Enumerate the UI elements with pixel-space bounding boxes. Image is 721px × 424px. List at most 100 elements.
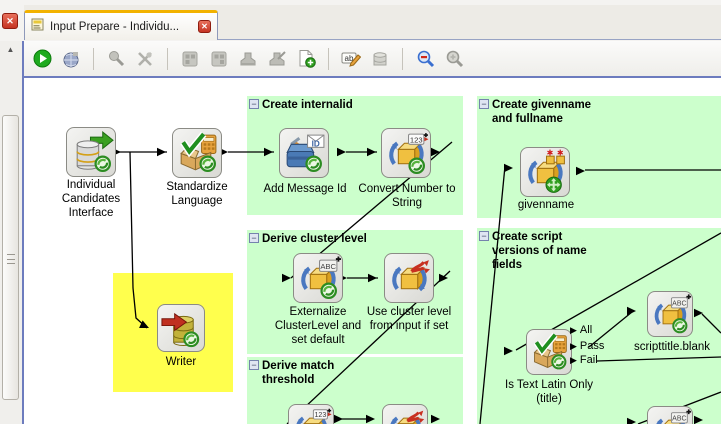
node-scripttitle-blank[interactable]: ABC (647, 291, 693, 337)
boxCalc-icon (533, 332, 567, 369)
link-arrowhead (439, 273, 448, 283)
link-arrowhead (504, 346, 513, 356)
link-9[interactable] (588, 311, 633, 348)
clear-icon (138, 51, 152, 66)
job-design-canvas[interactable]: −Create internalid−Create givenname and … (24, 78, 721, 424)
toolbar-separator (93, 47, 94, 70)
stamp-remove-icon (269, 50, 286, 65)
port-arrow-icon: ▶ (570, 341, 577, 351)
node-externalize-clusterlevel[interactable]: ABC (293, 253, 343, 303)
link-7[interactable] (479, 165, 506, 424)
panel-close-button[interactable]: ✕ (2, 13, 18, 29)
stamp-remove-button[interactable] (267, 49, 287, 69)
node-individual-candidates-interface-label: Individual Candidates Interface (61, 179, 121, 219)
cube123-icon: 123 (388, 132, 428, 174)
link-12[interactable] (701, 313, 721, 334)
node-use-cluster-level-label: Use cluster level from input if set (366, 306, 452, 332)
cubeABC-icon: ABC (654, 293, 691, 333)
zoom-in-button[interactable] (444, 49, 464, 69)
stamp-button[interactable] (238, 49, 258, 69)
tab-input-prepare[interactable]: Input Prepare - Individu... ✕ (24, 10, 218, 40)
link-arrowhead (694, 415, 703, 424)
toolbar-separator (402, 47, 403, 70)
tab-close-button[interactable]: ✕ (198, 20, 211, 33)
node-threshold-node-2[interactable] (382, 404, 428, 424)
grid-large-button[interactable] (209, 49, 229, 69)
rail-grip-icon (7, 254, 15, 264)
collapse-derive-cluster-level-button[interactable]: − (249, 233, 259, 243)
port-label-text: Fail (579, 354, 598, 366)
zoom-out-button[interactable] (415, 49, 435, 69)
toolboxMsg-icon: ID (285, 134, 324, 172)
group-derive-cluster-level-title: Derive cluster level (262, 233, 367, 245)
link-arrowhead (337, 147, 346, 157)
link-arrowhead (264, 147, 273, 157)
rename-icon: ab (341, 52, 361, 67)
table-icon (373, 51, 387, 65)
debug-icon (63, 51, 79, 67)
run-icon (33, 49, 51, 68)
node-add-message-id[interactable]: ID (279, 128, 329, 178)
port-label-text: All (579, 324, 593, 336)
grid-small-button[interactable] (180, 49, 200, 69)
rail-collapse-button[interactable]: ▲ (6, 45, 15, 54)
node-givenname[interactable]: ✱ ✱ (520, 147, 570, 197)
node-standardize-language[interactable] (172, 128, 222, 178)
node-use-cluster-level[interactable] (384, 253, 434, 303)
node-script-node-2[interactable]: ABC (647, 406, 693, 424)
collapse-derive-match-threshold-button[interactable]: − (249, 360, 259, 370)
node-scripttitle-blank-label: scripttitle.blank (633, 341, 711, 353)
link-11[interactable] (596, 356, 721, 362)
cubeABC-icon: ABC (300, 256, 341, 299)
new-page-button[interactable] (296, 49, 316, 69)
rename-button[interactable]: ab (341, 49, 361, 69)
link-arrowhead (368, 273, 377, 283)
node-givenname-label: givenname (517, 199, 575, 211)
link-arrowhead (366, 414, 375, 424)
rail-scrollbar-thumb[interactable] (2, 115, 19, 400)
collapse-create-internalid-button[interactable]: − (249, 99, 259, 109)
debug-button[interactable] (61, 49, 81, 69)
node-individual-candidates-interface[interactable] (66, 127, 116, 177)
group-create-givenname (477, 96, 721, 218)
zoom-out-icon (417, 50, 434, 68)
boxCalc-icon (179, 131, 216, 172)
frame-divider-horizontal (22, 76, 721, 78)
svg-text:ABC: ABC (320, 261, 336, 270)
link-arrowhead (157, 147, 166, 157)
svg-text:123: 123 (409, 135, 422, 144)
link-arrowhead (627, 417, 636, 424)
toolbar-separator (328, 47, 329, 70)
node-convert-number-to-string[interactable]: 123 (381, 128, 431, 178)
grid-large-icon (211, 51, 227, 66)
node-threshold-node-1[interactable]: 123 (288, 404, 334, 424)
clear-button[interactable] (135, 49, 155, 69)
port-all[interactable]: ▶All (570, 324, 592, 336)
collapse-create-script-versions-button[interactable]: − (479, 231, 489, 241)
link-arrowhead (694, 308, 703, 318)
cubeABC-icon: ABC (655, 408, 691, 424)
collapse-create-givenname-button[interactable]: − (479, 99, 489, 109)
left-rail: ▲ (0, 41, 22, 424)
toolbar-separator (167, 47, 168, 70)
tab-title: Input Prepare - Individu... (50, 20, 180, 33)
svg-text:✱: ✱ (546, 149, 553, 158)
node-convert-number-to-string-label: Convert Number to String (358, 183, 456, 209)
node-writer-label: Writer (165, 356, 197, 368)
port-pass[interactable]: ▶Pass (570, 340, 604, 352)
svg-text:✱: ✱ (556, 149, 563, 158)
cubeBranch-icon (389, 410, 424, 424)
svg-text:123: 123 (314, 412, 326, 419)
cubeBranch-icon (391, 259, 430, 291)
node-is-text-latin-only[interactable] (526, 329, 572, 375)
stamp-icon (240, 52, 256, 65)
run-button[interactable] (32, 49, 52, 69)
grid-small-icon (182, 51, 198, 66)
editor-tab-bar: Input Prepare - Individu... ✕ (24, 5, 721, 40)
validate-button[interactable] (106, 49, 126, 69)
node-writer[interactable] (157, 304, 205, 352)
table-button[interactable] (370, 49, 390, 69)
link-arrowhead (431, 414, 440, 424)
port-fail[interactable]: ▶Fail (570, 354, 598, 366)
